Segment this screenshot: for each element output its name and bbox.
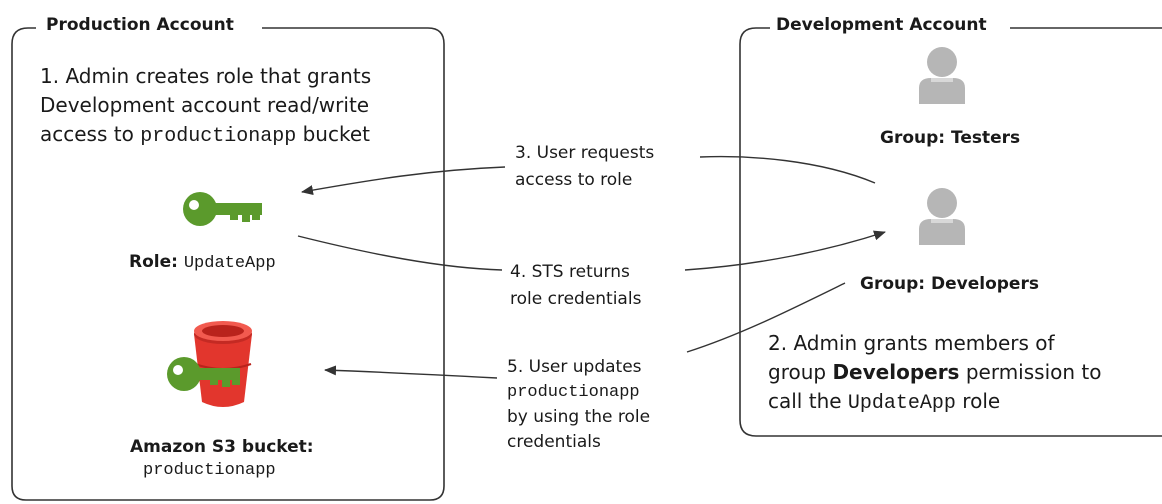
step1-bucket-code: productionapp (140, 125, 297, 148)
bucket-label: Amazon S3 bucket: (130, 437, 314, 457)
development-account-title: Development Account (770, 15, 993, 35)
step5-line4: credentials (507, 432, 601, 452)
step4-line2: role credentials (510, 289, 642, 309)
step4-text: 4. STS returns role credentials (510, 259, 641, 313)
step4-return-arrow (684, 230, 886, 271)
role-label-prefix: Role: (129, 252, 184, 272)
step3-request-arrow (301, 166, 506, 196)
step5-update-line-right (686, 282, 846, 353)
step5-text: 5. User updates productionapp by using t… (507, 355, 650, 455)
step1-line3-prefix: access to (40, 122, 141, 146)
development-panel-border (739, 27, 1162, 437)
step2-text: 2. Admin grants members of group Develop… (768, 329, 1101, 418)
step2-line2-suffix: permission to (959, 360, 1102, 384)
step1-line1: 1. Admin creates role that grants (40, 64, 372, 88)
role-name: UpdateApp (183, 254, 276, 273)
step2-role-code: UpdateApp (847, 392, 956, 415)
group-developers-label: Group: Developers (860, 274, 1039, 294)
step4-line1: 4. STS returns (510, 262, 630, 282)
step5-update-arrow (324, 365, 498, 379)
step5-line3: by using the role (507, 407, 651, 427)
step3-line1: 3. User requests (515, 143, 655, 163)
step2-line1: 2. Admin grants members of (768, 331, 1055, 355)
production-account-title: Production Account (40, 15, 240, 35)
key-icon (183, 192, 262, 226)
step1-line3-suffix: bucket (296, 122, 370, 146)
testers-user-icon (919, 47, 965, 104)
s3-bucket-icon (167, 321, 252, 407)
step5-line2-code: productionapp (507, 383, 640, 402)
step1-text: 1. Admin creates role that grants Develo… (40, 62, 371, 151)
step2-line3-prefix: call the (768, 389, 848, 413)
step1-line2: Development account read/write (40, 93, 370, 117)
step5-line1: 5. User updates (507, 357, 642, 377)
step2-line2: group Developers permission to (768, 358, 1101, 387)
step2-line3: call the UpdateApp role (768, 387, 1101, 418)
step2-line3-suffix: role (955, 389, 1001, 413)
step3-line2: access to role (515, 170, 633, 190)
step3-text: 3. User requests access to role (515, 140, 654, 194)
step3-request-line-right (699, 155, 876, 184)
group-testers-label: Group: Testers (880, 128, 1021, 148)
developers-user-icon (919, 188, 965, 245)
role-label: Role: UpdateApp (129, 252, 276, 273)
production-panel-border (11, 27, 445, 501)
step2-developers-bold: Developers (832, 360, 960, 384)
bucket-name: productionapp (143, 461, 276, 480)
step4-return-line-left (297, 235, 503, 271)
step2-line2-prefix: group (768, 360, 833, 384)
step1-line3: access to productionapp bucket (40, 120, 371, 151)
